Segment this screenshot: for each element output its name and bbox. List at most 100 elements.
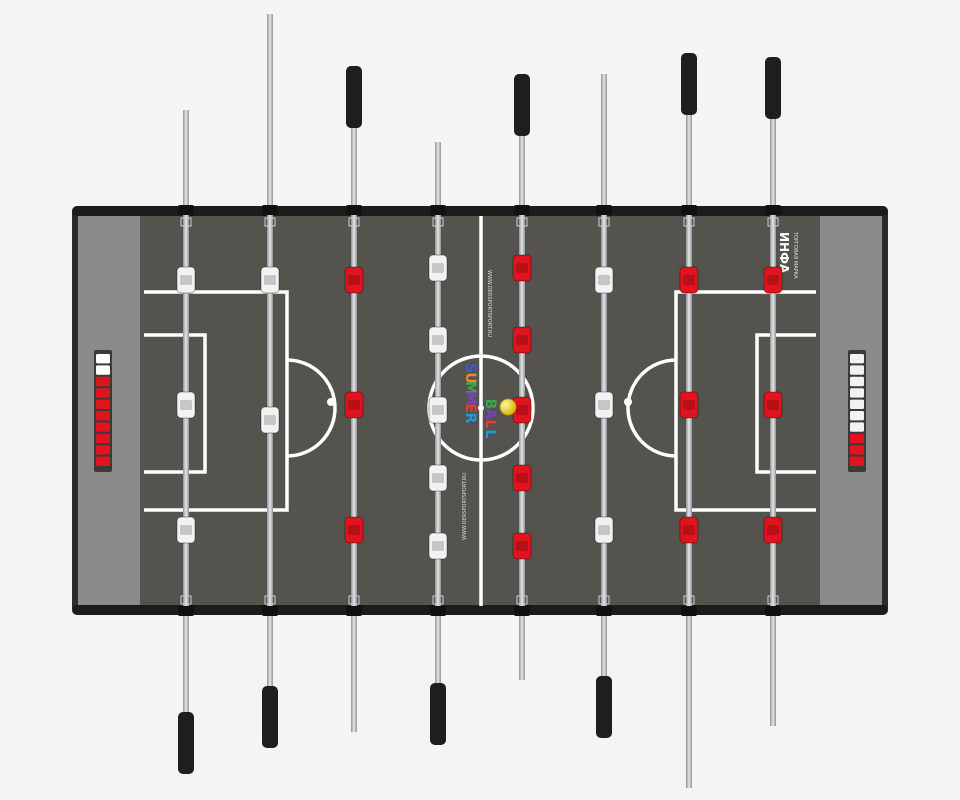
player-head (432, 335, 444, 345)
white-player[interactable] (428, 464, 448, 492)
rod-assembly[interactable] (344, 66, 364, 732)
white-player[interactable] (428, 254, 448, 282)
player-head (432, 473, 444, 483)
score-counter[interactable] (850, 365, 864, 375)
rod-bearing (765, 606, 781, 616)
player-body (344, 516, 364, 544)
rod-shaft[interactable] (519, 74, 525, 680)
rod-shaft[interactable] (267, 14, 273, 686)
rod-spring (516, 595, 528, 605)
red-player[interactable] (763, 391, 783, 419)
rod-handle[interactable] (681, 53, 697, 115)
white-player[interactable] (260, 406, 280, 434)
rod-handle[interactable] (596, 676, 612, 738)
red-player[interactable] (344, 391, 364, 419)
rod-handle[interactable] (765, 57, 781, 119)
score-counter[interactable] (96, 433, 110, 444)
logo-letter: M (462, 381, 478, 395)
ball[interactable] (499, 398, 517, 416)
rod-assembly[interactable] (512, 74, 532, 680)
rod-bearing (596, 205, 612, 215)
white-player[interactable] (594, 266, 614, 294)
score-counter[interactable] (850, 376, 864, 387)
white-player[interactable] (176, 516, 196, 544)
white-player[interactable] (428, 396, 448, 424)
red-player[interactable] (512, 326, 532, 354)
player-head (683, 275, 695, 285)
rod-spring (767, 595, 779, 605)
white-player[interactable] (176, 266, 196, 294)
player-body (428, 254, 448, 282)
right-penalty-box (674, 290, 816, 512)
rod-shaft[interactable] (770, 57, 776, 726)
red-player[interactable] (763, 266, 783, 294)
rod-handle[interactable] (346, 66, 362, 128)
rod-handle[interactable] (262, 686, 278, 748)
player-body (679, 516, 699, 544)
rod-spring (516, 217, 528, 227)
rod-assembly[interactable] (679, 53, 699, 788)
player-body (344, 266, 364, 294)
red-player[interactable] (679, 516, 699, 544)
white-player[interactable] (594, 391, 614, 419)
rod-shaft[interactable] (601, 74, 607, 676)
red-player[interactable] (344, 516, 364, 544)
red-player[interactable] (512, 254, 532, 282)
rod-assembly[interactable] (594, 74, 614, 738)
player-body (176, 266, 196, 294)
score-counter[interactable] (850, 354, 864, 364)
score-counter[interactable] (96, 456, 110, 466)
score-counter[interactable] (850, 433, 864, 444)
player-body (679, 266, 699, 294)
player-body (428, 464, 448, 492)
rod-assembly[interactable] (260, 14, 280, 748)
player-head (432, 405, 444, 415)
player-head (516, 541, 528, 551)
logo-letter: M (462, 391, 478, 405)
white-player[interactable] (428, 532, 448, 560)
score-counter[interactable] (850, 456, 864, 466)
score-counter[interactable] (850, 445, 864, 455)
rod-shaft[interactable] (686, 53, 692, 788)
score-counter[interactable] (850, 399, 864, 409)
player-body (594, 266, 614, 294)
score-counter[interactable] (96, 422, 110, 432)
rod-assembly[interactable] (763, 57, 783, 726)
score-counter[interactable] (850, 388, 864, 398)
red-player[interactable] (344, 266, 364, 294)
score-counter[interactable] (850, 411, 864, 421)
rod-assembly[interactable] (176, 110, 196, 774)
score-counter[interactable] (96, 399, 110, 409)
white-player[interactable] (594, 516, 614, 544)
player-head (180, 525, 192, 535)
rod-spring (432, 595, 444, 605)
score-counter[interactable] (96, 376, 110, 387)
red-player[interactable] (512, 464, 532, 492)
score-counter[interactable] (96, 411, 110, 421)
rod-spring (598, 595, 610, 605)
rod-assembly[interactable] (428, 142, 448, 745)
player-head (348, 275, 360, 285)
score-counter[interactable] (850, 422, 864, 432)
score-counter[interactable] (96, 388, 110, 398)
rod-handle[interactable] (178, 712, 194, 774)
left-penalty-box (144, 290, 289, 512)
score-counter[interactable] (96, 365, 110, 375)
player-head (348, 400, 360, 410)
red-player[interactable] (679, 266, 699, 294)
logo-letter: L (482, 430, 498, 439)
player-head (767, 275, 779, 285)
rod-handle[interactable] (430, 683, 446, 745)
white-player[interactable] (428, 326, 448, 354)
white-player[interactable] (260, 266, 280, 294)
player-body (763, 391, 783, 419)
player-head (432, 263, 444, 273)
brand-url-upper: WWW.DERSPORTSPORT.RU (486, 270, 492, 337)
red-player[interactable] (512, 532, 532, 560)
red-player[interactable] (763, 516, 783, 544)
score-counter[interactable] (96, 354, 110, 364)
score-counter[interactable] (96, 445, 110, 455)
red-player[interactable] (679, 391, 699, 419)
white-player[interactable] (176, 391, 196, 419)
rod-handle[interactable] (514, 74, 530, 136)
